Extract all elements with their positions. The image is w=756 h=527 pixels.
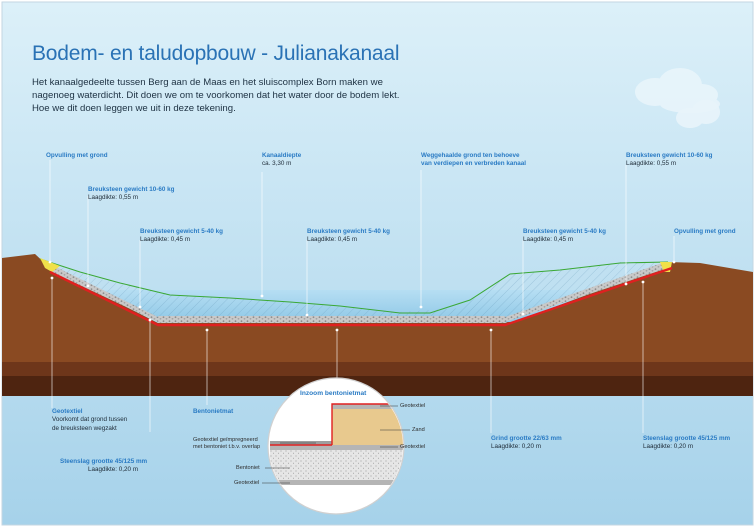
label-title: Breuksteen gewicht 5-40 kg <box>523 228 606 235</box>
inset-label-bentoniet: Bentoniet <box>236 465 260 471</box>
label-breuksteen-5-40-left: Breuksteen gewicht 5-40 kg Laagdikte: 0,… <box>140 228 223 245</box>
label-title: Breuksteen gewicht 5-40 kg <box>140 228 223 235</box>
label-title: Breuksteen gewicht 10-60 kg <box>88 186 175 193</box>
label-breuksteen-5-40-right: Breuksteen gewicht 5-40 kg Laagdikte: 0,… <box>523 228 606 245</box>
excavated-area <box>45 262 668 322</box>
label-sub: Laagdikte: 0,45 m <box>140 236 191 244</box>
label-steenslag-right: Steenslag grootte 45/125 mm Laagdikte: 0… <box>643 435 730 452</box>
label-sub: Laagdikte: 0,20 m <box>491 443 542 451</box>
label-sub: ca. 3,30 m <box>262 160 292 168</box>
inset-label-geimpregneerd: Geotextiel geïmpregneerd met bentoniet t… <box>193 437 260 451</box>
intro-line: Hoe we dit doen leggen we uit in deze te… <box>32 103 236 114</box>
cloud-icon <box>676 100 720 128</box>
label-title: Opvulling met grond <box>674 228 736 235</box>
label-sub: Laagdikte: 0,55 m <box>88 194 139 202</box>
label-title: Opvulling met grond <box>46 152 108 159</box>
intro-text: Het kanaalgedeelte tussen Berg aan de Ma… <box>32 76 452 115</box>
intro-line: Het kanaalgedeelte tussen Berg aan de Ma… <box>32 77 383 88</box>
label-title: Bentonietmat <box>193 408 234 415</box>
intro-line: nagenoeg waterdicht. Dit doen we om te v… <box>32 90 400 101</box>
page-title: Bodem- en taludopbouw - Julianakanaal <box>32 42 400 65</box>
soil-layer-deep <box>2 376 753 396</box>
label-title: Geotextiel <box>52 408 83 415</box>
inset-label-line: Geotextiel geïmpregneerd <box>193 437 258 443</box>
bottom-stone-layer <box>158 316 505 323</box>
label-sub: Voorkomt dat grond tussen <box>52 416 128 424</box>
label-title: Breuksteen gewicht 5-40 kg <box>307 228 390 235</box>
label-sub: Laagdikte: 0,20 m <box>88 466 139 474</box>
label-title: Kanaaldiepte <box>262 152 302 159</box>
label-sub: Laagdikte: 0,55 m <box>626 160 677 168</box>
label-geotextiel: Geotextiel Voorkomt dat grond tussen de … <box>52 408 127 433</box>
label-opvulling-left: Opvulling met grond <box>46 152 108 160</box>
label-breuksteen-10-60-right: Breuksteen gewicht 10-60 kg Laagdikte: 0… <box>626 152 712 169</box>
label-sub: Laagdikte: 0,20 m <box>643 443 694 451</box>
label-breuksteen-10-60-left: Breuksteen gewicht 10-60 kg Laagdikte: 0… <box>88 186 174 203</box>
inset-label-line: met bentoniet t.b.v. overlap <box>193 444 261 450</box>
soil-layer-mid <box>2 362 753 376</box>
excavation-line <box>39 258 669 314</box>
label-title: Grind grootte 22/63 mm <box>491 435 562 442</box>
label-sub: Laagdikte: 0,45 m <box>307 236 358 244</box>
label-sub: de breuksteen wegzakt <box>52 424 117 432</box>
breuksteen-layer-left <box>48 263 158 322</box>
breuksteen-layer-right <box>505 262 668 322</box>
inset-leader-lines <box>262 405 410 484</box>
label-opvulling-right: Opvulling met grond <box>674 228 736 236</box>
leader-lines <box>49 160 675 433</box>
label-bentonietmat: Bentonietmat <box>193 408 233 416</box>
label-kanaaldiepte: Kanaaldiepte ca. 3,30 m <box>262 152 301 169</box>
inset-label-geotextiel-mid: Geotextiel <box>400 444 426 450</box>
label-grind: Grind grootte 22/63 mm Laagdikte: 0,20 m <box>491 435 562 452</box>
label-weggehaalde-grond: Weggehaalde grond ten behoeve van verdie… <box>421 152 526 169</box>
inset-label-geotextiel-top: Geotextiel <box>400 403 426 409</box>
inset-label-zand: Zand <box>412 427 425 433</box>
label-breuksteen-5-40-mid: Breuksteen gewicht 5-40 kg Laagdikte: 0,… <box>307 228 390 245</box>
label-title: Breuksteen gewicht 10-60 kg <box>626 152 713 159</box>
label-title: Steenslag grootte 45/125 mm <box>60 458 148 465</box>
soil-layer <box>2 254 753 362</box>
label-title: Steenslag grootte 45/125 mm <box>643 435 731 442</box>
label-sub: Laagdikte: 0,45 m <box>523 236 574 244</box>
opvulling-left <box>40 258 60 272</box>
bentonietmat-line <box>49 266 673 327</box>
label-steenslag-left: Steenslag grootte 45/125 mm Laagdikte: 0… <box>60 458 147 475</box>
label-title: van verdiepen en verbreden kanaal <box>421 160 526 168</box>
leader-dots <box>48 260 676 332</box>
inset-label-geotextiel-bottom: Geotextiel <box>234 480 260 486</box>
label-title: Weggehaalde grond ten behoeve <box>421 152 520 159</box>
inset-title: Inzoom bentonietmat <box>300 390 367 397</box>
zoom-inset <box>262 377 410 515</box>
